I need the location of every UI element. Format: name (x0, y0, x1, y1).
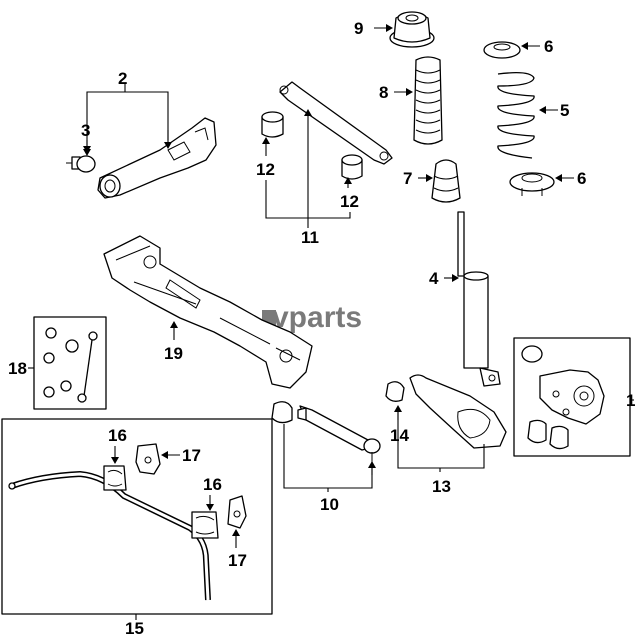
knuckle-box (513, 337, 631, 457)
bump-stop-drawing (431, 159, 461, 203)
callout-19: 19 (164, 344, 183, 363)
callout-12-a: 12 (256, 160, 275, 179)
callout-17-b: 17 (228, 551, 247, 570)
lower-control-arm-drawing (385, 374, 507, 449)
callout-3: 3 (81, 121, 90, 140)
crossmember-drawing (103, 235, 313, 389)
coil-spring-drawing (497, 72, 535, 159)
stabilizer-bracket-17-lower (227, 495, 247, 529)
callout-6-b: 6 (577, 169, 586, 188)
bushing-12-upper-drawing (261, 111, 284, 138)
callout-4: 4 (429, 269, 439, 288)
callout-17-a: 17 (182, 446, 201, 465)
bushing-12-lower-drawing (341, 154, 363, 180)
callout-10: 10 (320, 495, 339, 514)
callout-18: 18 (8, 359, 27, 378)
strut-mount-drawing (389, 11, 435, 48)
trailing-arm-drawing (97, 117, 217, 199)
callout-16-a: 16 (108, 426, 127, 445)
spring-seat-upper-drawing (483, 41, 521, 59)
stabilizer-bushing-16-lower (191, 511, 219, 539)
lower-link-drawing (271, 401, 381, 462)
shock-absorber-drawing (457, 211, 501, 387)
callout-16-b: 16 (203, 475, 222, 494)
callout-2: 2 (118, 69, 127, 88)
callout-5: 5 (560, 101, 569, 120)
callout-11: 11 (301, 228, 319, 247)
callout-9: 9 (354, 19, 363, 38)
callout-14: 14 (390, 426, 409, 445)
spring-seat-lower-drawing (509, 172, 555, 196)
stabilizer-link-box (33, 316, 107, 410)
callout-7: 7 (403, 169, 412, 188)
upper-control-arm-drawing (279, 81, 393, 165)
callout-15: 15 (125, 619, 144, 635)
callout-8: 8 (379, 83, 388, 102)
stabilizer-bracket-17-upper (135, 443, 161, 475)
callout-6-a: 6 (544, 37, 553, 56)
callout-12-b: 12 (340, 192, 359, 211)
brand-watermark-text: vparts (272, 301, 362, 334)
callout-1: 1 (626, 391, 635, 410)
dust-boot-drawing (413, 56, 443, 145)
stabilizer-bushing-16-upper (103, 465, 127, 491)
trailing-arm-bolt-drawing (66, 155, 96, 173)
callout-13: 13 (432, 477, 451, 496)
